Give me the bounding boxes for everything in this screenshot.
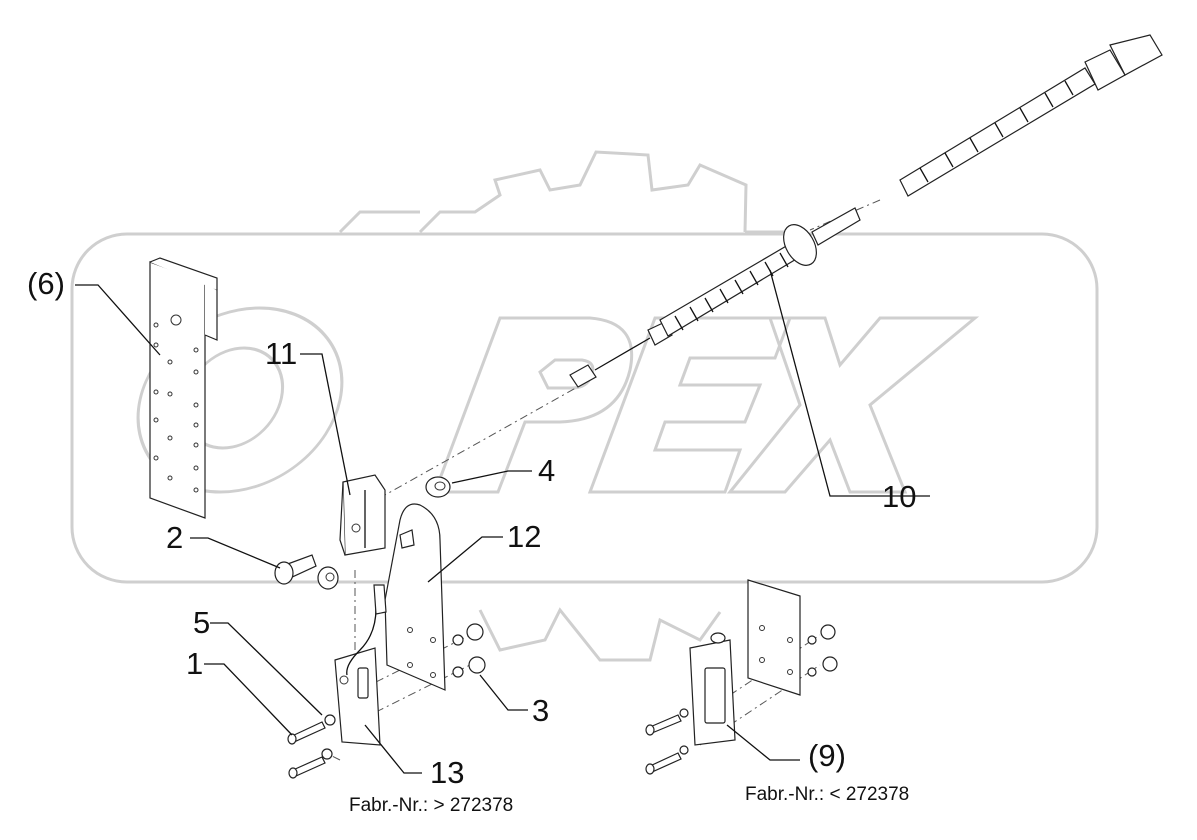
part-10-cable	[569, 34, 1163, 388]
part-1-screws	[287, 721, 326, 779]
label-part-11: 11	[265, 336, 298, 371]
label-part-2: 2	[166, 520, 184, 555]
label-part-5: 5	[193, 605, 211, 640]
label-part-9: (9)	[808, 738, 846, 773]
caption-right-serial: Fabr.-Nr.: < 272378	[745, 784, 910, 805]
part-6-bracket	[149, 257, 218, 519]
watermark-letter-p	[432, 316, 634, 494]
watermark-letter-x	[726, 316, 980, 494]
part-3-nuts	[452, 623, 486, 678]
part-5-washers	[321, 714, 336, 760]
watermark-letter-e	[587, 316, 793, 494]
leader-lines	[75, 269, 930, 774]
part-9-assembly	[645, 579, 838, 775]
part-4-nut	[425, 476, 451, 498]
part-2-bolt	[274, 554, 339, 590]
label-part-6: (6)	[27, 266, 65, 301]
label-part-10: 10	[882, 479, 917, 514]
watermark-gear-lower	[478, 607, 722, 662]
watermark-frame	[70, 232, 1099, 584]
caption-left-serial: Fabr.-Nr.: > 272378	[349, 795, 514, 816]
watermark-logo	[70, 150, 1099, 662]
label-part-3: 3	[532, 693, 550, 728]
part-11-block	[339, 474, 386, 556]
watermark-gear-outline	[338, 150, 790, 234]
label-part-12: 12	[507, 519, 542, 554]
part-12-plate	[384, 503, 446, 691]
label-part-4: 4	[538, 453, 556, 488]
part-13-sensor	[334, 584, 387, 746]
label-part-13: 13	[430, 755, 465, 790]
label-part-1: 1	[186, 646, 204, 681]
